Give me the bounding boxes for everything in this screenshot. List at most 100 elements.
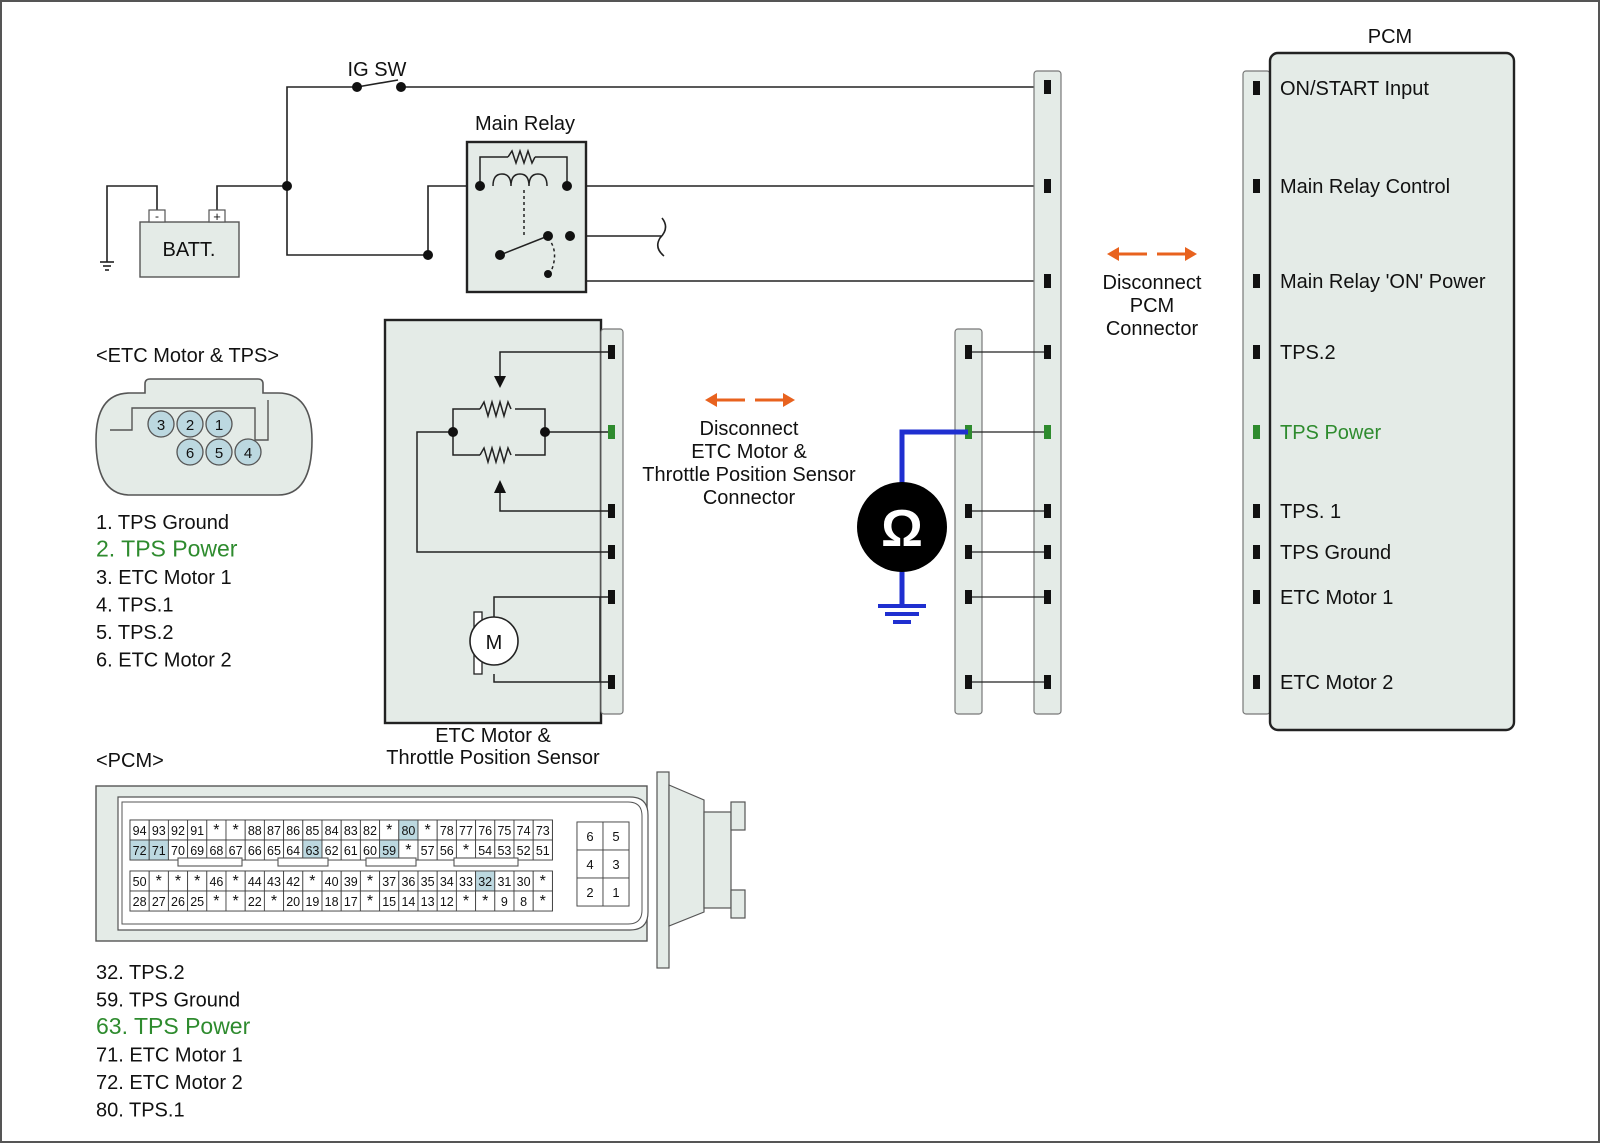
disconnect-pcm-arrows [1107,247,1197,261]
pcm-pin-number: 69 [190,844,204,858]
pcm-pin-marker [1253,425,1260,439]
pcm-pin-number: 91 [190,824,204,838]
pcm-pin-number: 15 [382,895,396,909]
pcm-pin-label: ETC Motor 2 [1280,672,1393,694]
pcm-legend-item: 32. TPS.2 [96,962,185,984]
pcm-pin-number: 88 [248,824,262,838]
etc-sensor-label-line1: ETC Motor & [435,725,551,747]
pcm-pin-number: 25 [190,895,204,909]
pcm-pin-cell [532,839,553,861]
pcm-pin-label: ON/START Input [1280,78,1429,100]
harness-connector-strip [954,328,983,715]
etc-pin-number: 1 [215,417,223,434]
etc-legend-item: 6. ETC Motor 2 [96,650,232,672]
pcm-pin-number: 87 [267,824,281,838]
pcm-pin-number: 75 [497,824,511,838]
motor-label: M [486,632,503,654]
pcm-pin-marker [1253,81,1260,95]
pcm-pin-number: 9 [501,895,508,909]
pcm-pin-number: 68 [209,844,223,858]
pcm-pin-label: TPS Ground [1280,542,1391,564]
pcm-pin-number: * [424,822,430,839]
pcm-pin-number: 14 [401,895,415,909]
pcm-pin-number: 18 [325,895,339,909]
ohmmeter-probe-wire [899,429,968,490]
pcm-pin-number: 43 [267,875,281,889]
pcm-small-number: 5 [612,829,619,844]
pcm-pin-number: 17 [344,895,358,909]
etc-pin-number: 2 [186,417,194,434]
pcm-pin-number: 85 [305,824,319,838]
motor-symbol [469,616,519,666]
pcm-pin-marker [1253,675,1260,689]
etc-sensor-assembly: M ETC Motor & Throttle Position Sensor [383,318,624,769]
etc-sensor-label-line2: Throttle Position Sensor [386,747,600,769]
pcm-pin-number: 86 [286,824,300,838]
pcm-legend-item: 59. TPS Ground [96,990,240,1012]
pcm-pin-number: 60 [363,844,377,858]
pcm-pin-label: ETC Motor 1 [1280,587,1393,609]
pcm-pin-number: 28 [133,895,147,909]
ignition-switch-label: IG SW [348,59,407,81]
pcm-pin-marker [1253,345,1260,359]
pcm-small-cell [576,877,604,907]
etc-legend-item: 2. TPS Power [96,536,238,562]
etc-pin-number: 4 [244,445,252,462]
pcm-pin-marker [1253,504,1260,518]
etc-pin-number: 6 [186,445,194,462]
pcm-pin-number: * [271,893,277,910]
pcm-pin-number: 36 [401,875,415,889]
harness-wires [968,351,1048,683]
pcm-pin-number: 63 [305,844,319,858]
pcm-title: PCM [1368,26,1412,48]
pcm-small-number: 4 [586,857,593,872]
pcm-small-cell [576,849,604,879]
svg-text:ETC Motor &: ETC Motor & [691,441,807,463]
pcm-pin-number: * [482,893,488,910]
svg-text:Throttle Position Sensor: Throttle Position Sensor [642,464,856,486]
pcm-pin-number: 32 [478,875,492,889]
pcm-pin-number: * [540,873,546,890]
pcm-legend-item: 71. ETC Motor 1 [96,1045,243,1067]
pcm-pin-number: 51 [536,844,550,858]
pcm-pin-number: 30 [517,875,531,889]
pcm-pin-number: * [232,822,238,839]
pcm-connector-keys [177,857,519,867]
pcm-pin-number: 64 [286,844,300,858]
pcm-pin-number: 40 [325,875,339,889]
pcm-pin-number: 65 [267,844,281,858]
pcm-legend-item: 72. ETC Motor 2 [96,1072,243,1094]
pcm-pin-number: * [309,873,315,890]
pcm-pin-number: 83 [344,824,358,838]
ignition-switch: IG SW [348,59,407,92]
pcm-small-number: 6 [586,829,593,844]
pcm-pin-label: TPS.2 [1280,342,1336,364]
pcm-pin-number: 74 [517,824,531,838]
pcm-pin-number: 22 [248,895,262,909]
main-relay-label: Main Relay [475,113,575,135]
pcm-pin-number: 77 [459,824,473,838]
etc-pin-circle [205,438,233,466]
power-circuit [100,79,1044,282]
pcm-pin-label: Main Relay Control [1280,176,1450,198]
etc-pin-number: 5 [215,445,223,462]
pcm-pin-marker [1253,274,1260,288]
pcm-pin-number: * [194,873,200,890]
pcm-small-number: 3 [612,857,619,872]
pcm-pin-number: 8 [520,895,527,909]
pcm-pin-number: * [175,873,181,890]
pcm-pin-number: 33 [459,875,473,889]
pcm-connector-strip [1242,70,1271,715]
pcm-pin-cell [532,890,553,912]
svg-text:Disconnect: Disconnect [1103,272,1202,294]
pcm-pin-number: 56 [440,844,454,858]
pcm-small-cell [602,821,630,851]
pcm-pin-number: 54 [478,844,492,858]
pcm-pin-number: * [213,893,219,910]
